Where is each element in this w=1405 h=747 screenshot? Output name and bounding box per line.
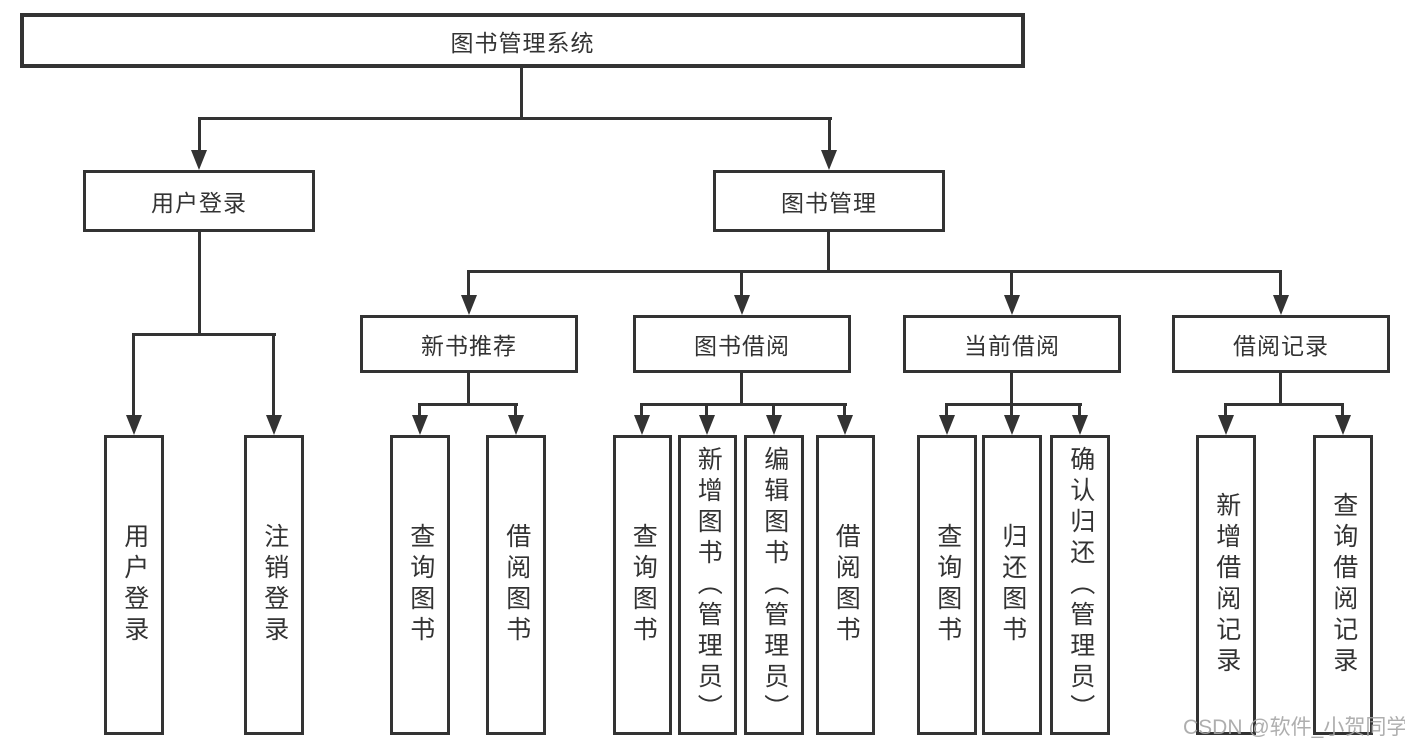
arrow-down-icon	[126, 415, 142, 435]
arrow-down-icon	[766, 415, 782, 435]
arrow-down-icon	[634, 415, 650, 435]
leaf-add-borrow-record: 新增借阅记录	[1196, 435, 1256, 735]
leaf-borrow-books-borrowing: 借阅图书	[816, 435, 875, 735]
leaf-return-books: 归还图书	[982, 435, 1042, 735]
leaf-logout: 注销登录	[244, 435, 304, 735]
node-current-borrowing: 当前借阅	[903, 315, 1121, 373]
arrow-down-icon	[191, 150, 207, 170]
arrow-down-icon	[412, 415, 428, 435]
csdn-watermark: CSDN @软件_小贺同学	[1183, 716, 1405, 739]
connector-user-login-hbar	[132, 333, 276, 336]
leaf-query-books-current: 查询图书	[917, 435, 977, 735]
connector-drop-current-borrowing	[1010, 270, 1013, 297]
connector-drop-book-borrowing	[740, 270, 743, 297]
connector-drop-user-login	[198, 117, 201, 152]
arrow-down-icon	[508, 415, 524, 435]
connector-drop-borrow-records	[1279, 270, 1282, 297]
connector-drop	[640, 403, 643, 415]
connector-bb-stem	[740, 373, 743, 406]
arrow-down-icon	[1218, 415, 1234, 435]
arrow-down-icon	[821, 150, 837, 170]
connector-cb-hbar	[945, 403, 1082, 406]
connector-nbr-hbar	[418, 403, 518, 406]
connector-drop-leaf-logout	[272, 333, 275, 415]
node-book-management: 图书管理	[713, 170, 945, 232]
connector-user-login-stem	[198, 232, 201, 335]
connector-nbr-stem	[467, 373, 470, 406]
connector-drop	[1224, 403, 1227, 415]
arrow-down-icon	[939, 415, 955, 435]
connector-drop	[843, 403, 846, 415]
connector-drop-book-management	[828, 117, 831, 152]
arrow-down-icon	[1335, 415, 1351, 435]
node-borrow-records: 借阅记录	[1172, 315, 1390, 373]
connector-root-stem	[520, 68, 523, 119]
connector-br-hbar	[1224, 403, 1344, 406]
leaf-query-books-borrowing: 查询图书	[613, 435, 672, 735]
arrow-down-icon	[734, 295, 750, 315]
leaf-borrow-books-recommend: 借阅图书	[486, 435, 546, 735]
arrow-down-icon	[1072, 415, 1088, 435]
leaf-query-borrow-record: 查询借阅记录	[1313, 435, 1373, 735]
arrow-down-icon	[1004, 415, 1020, 435]
arrow-down-icon	[1004, 295, 1020, 315]
connector-drop	[514, 403, 517, 415]
connector-drop-leaf-user-login	[132, 333, 135, 415]
leaf-add-books-admin: 新增图书（管理员）	[678, 435, 737, 735]
connector-drop	[945, 403, 948, 415]
leaf-confirm-return-admin: 确认归还（管理员）	[1050, 435, 1110, 735]
leaf-query-books-recommend: 查询图书	[390, 435, 450, 735]
arrow-down-icon	[1273, 295, 1289, 315]
connector-book-mgmt-stem	[827, 232, 830, 272]
connector-drop	[1010, 403, 1013, 415]
arrow-down-icon	[699, 415, 715, 435]
connector-drop	[1341, 403, 1344, 415]
leaf-edit-books-admin: 编辑图书（管理员）	[744, 435, 804, 735]
connector-drop-new-book-recommend	[467, 270, 470, 297]
connector-drop	[705, 403, 708, 415]
connector-drop	[772, 403, 775, 415]
node-book-borrowing: 图书借阅	[633, 315, 851, 373]
arrow-down-icon	[837, 415, 853, 435]
connector-root-hbar	[198, 117, 832, 120]
connector-drop	[1078, 403, 1081, 415]
arrow-down-icon	[461, 295, 477, 315]
node-library-management-system: 图书管理系统	[20, 13, 1025, 68]
connector-bb-hbar	[640, 403, 847, 406]
node-user-login: 用户登录	[83, 170, 315, 232]
connector-book-mgmt-hbar	[467, 270, 1282, 273]
arrow-down-icon	[266, 415, 282, 435]
leaf-user-login: 用户登录	[104, 435, 164, 735]
connector-drop	[418, 403, 421, 415]
connector-cb-stem	[1010, 373, 1013, 406]
connector-br-stem	[1279, 373, 1282, 406]
node-new-book-recommend: 新书推荐	[360, 315, 578, 373]
